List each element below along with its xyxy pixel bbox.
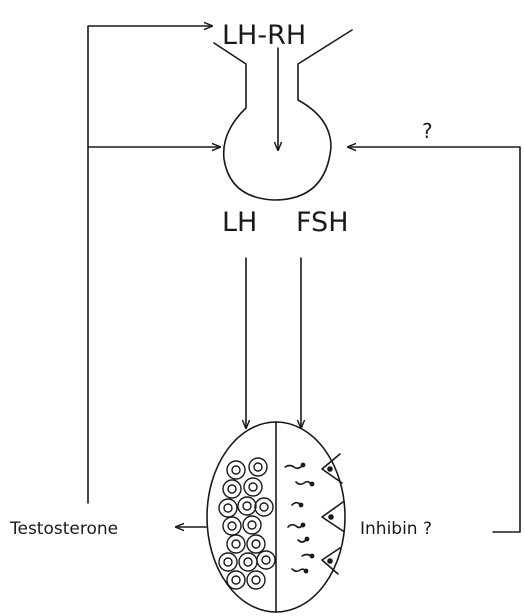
testis-cross-section-icon <box>207 422 345 612</box>
leydig-cell-nucleus <box>232 540 240 548</box>
testosterone-feedback-line <box>88 26 212 503</box>
leydig-cell <box>257 551 275 569</box>
leydig-cell-nucleus <box>254 463 262 471</box>
leydig-cell-nucleus <box>224 558 232 566</box>
fsh-label: FSH <box>296 207 349 238</box>
leydig-cell-nucleus <box>244 558 252 566</box>
question-mark-label: ? <box>422 119 433 143</box>
leydig-cells <box>219 458 275 589</box>
leydig-cell <box>239 553 257 571</box>
leydig-cell <box>244 478 262 496</box>
leydig-cell-nucleus <box>260 503 268 511</box>
leydig-cell <box>247 571 265 589</box>
leydig-cell-nucleus <box>252 576 260 584</box>
pituitary-gland-icon <box>214 30 352 200</box>
leydig-cell-nucleus <box>224 504 232 512</box>
leydig-cell <box>238 497 256 515</box>
inhibin-label: Inhibin ? <box>360 519 432 539</box>
leydig-cell-nucleus <box>249 483 257 491</box>
leydig-cell <box>255 498 273 516</box>
lh-rh-label: LH-RH <box>222 20 306 51</box>
leydig-cell <box>227 535 245 553</box>
inhibin-feedback-line <box>348 147 520 532</box>
leydig-cell <box>249 458 267 476</box>
leydig-cell <box>227 461 245 479</box>
leydig-cell-nucleus <box>252 540 260 548</box>
spermatozoa <box>285 463 314 574</box>
leydig-cell-nucleus <box>228 485 236 493</box>
testosterone-label: Testosterone <box>9 519 118 539</box>
lh-label: LH <box>222 207 257 238</box>
leydig-cell <box>219 553 237 571</box>
leydig-cell-nucleus <box>232 576 240 584</box>
leydig-cell-nucleus <box>228 522 236 530</box>
leydig-cell <box>223 480 241 498</box>
leydig-cell <box>227 571 245 589</box>
leydig-cell-nucleus <box>232 466 240 474</box>
leydig-cell <box>243 516 261 534</box>
leydig-cell <box>223 517 241 535</box>
leydig-cell-nucleus <box>262 556 270 564</box>
leydig-cell-nucleus <box>243 502 251 510</box>
leydig-cell <box>219 499 237 517</box>
leydig-cell <box>247 535 265 553</box>
leydig-cell-nucleus <box>248 521 256 529</box>
